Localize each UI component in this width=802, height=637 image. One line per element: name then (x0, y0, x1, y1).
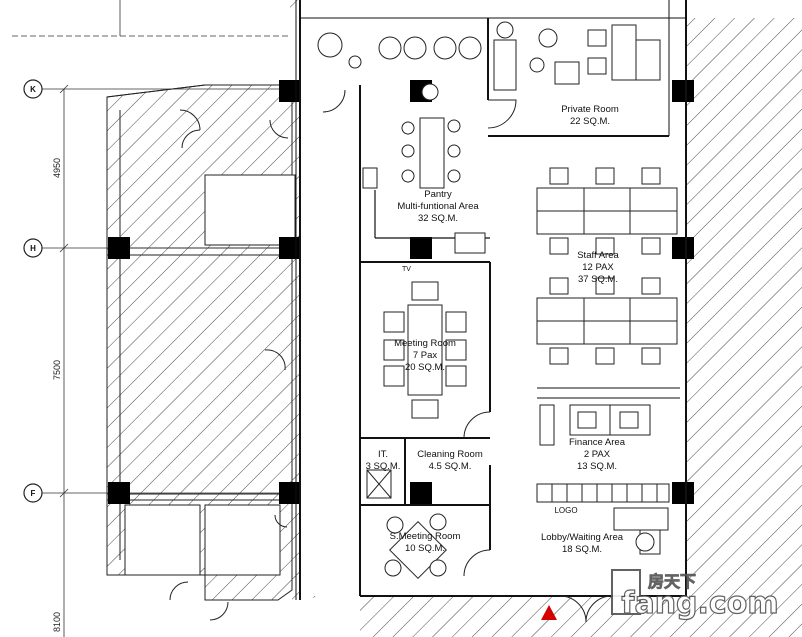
reception-counter (536, 483, 670, 503)
small-meeting-room-label: S.Meeting Room 10 SQ.M. (390, 531, 461, 554)
lobby-area: 18 SQ.M. (562, 544, 602, 555)
dimension-8100: 8100 (52, 612, 62, 632)
pantry-name: Pantry (424, 189, 452, 200)
finance-area-area: 13 SQ.M. (577, 461, 617, 472)
watermark-brand: fang.com (621, 586, 778, 621)
grid-lines (12, 0, 300, 637)
small-meeting-room-area: 10 SQ.M. (405, 543, 445, 554)
grid-label-h: H (30, 244, 36, 253)
grid-label-f: F (31, 489, 36, 498)
meeting-room-pax: 7 Pax (413, 350, 438, 361)
staff-area-name: Staff Area (577, 250, 619, 261)
pantry-label: Pantry Multi-funtional Area 32 SQ.M. (397, 189, 479, 224)
grid-label-k: K (30, 85, 36, 94)
lobby-sofa (613, 507, 669, 555)
staff-area-area: 37 SQ.M. (578, 274, 618, 285)
entrance-arrow (541, 605, 557, 620)
grid-bubble-f: F (23, 483, 43, 503)
meeting-room-name: Meeting Room (394, 338, 456, 349)
tv-label: TV (402, 266, 411, 273)
finance-area-name: Finance Area (569, 437, 626, 448)
it-room-label: IT. 3 SQ.M. (366, 449, 401, 472)
private-room-name: Private Room (561, 104, 619, 115)
meeting-room-label: Meeting Room 7 Pax 20 SQ.M. (394, 338, 456, 373)
dimension-7500: 7500 (52, 360, 62, 380)
staff-desks (536, 187, 678, 345)
cleaning-room-area: 4.5 SQ.M. (429, 461, 472, 472)
lobby-label: Lobby/Waiting Area 18 SQ.M. (541, 532, 624, 555)
finance-area-label: Finance Area 2 PAX 13 SQ.M. (569, 437, 626, 472)
staff-area-label: Staff Area 12 PAX 37 SQ.M. (577, 250, 619, 285)
cleaning-room-name: Cleaning Room (417, 449, 483, 460)
pantry-furniture (317, 32, 486, 254)
grid-bubble-k: K (23, 79, 43, 99)
small-meeting-room-name: S.Meeting Room (390, 531, 461, 542)
finance-furniture (539, 404, 651, 446)
pantry-sub: Multi-funtional Area (397, 201, 479, 212)
cleaning-room-label: Cleaning Room 4.5 SQ.M. (417, 449, 483, 472)
finance-area-pax: 2 PAX (584, 449, 611, 460)
lobby-name: Lobby/Waiting Area (541, 532, 624, 543)
dimension-4950: 4950 (52, 158, 62, 178)
private-room-area: 22 SQ.M. (570, 116, 610, 127)
grid-bubble-h: H (23, 238, 43, 258)
private-room-furniture (493, 21, 661, 91)
private-room-label: Private Room 22 SQ.M. (561, 104, 619, 127)
it-room-name: IT. (378, 449, 388, 460)
pantry-area: 32 SQ.M. (418, 213, 458, 224)
logo-label: LOGO (554, 506, 577, 515)
watermark-cn: 房天下 (648, 572, 696, 591)
meeting-room-furniture (383, 281, 467, 419)
small-meeting-furniture (384, 513, 447, 579)
staff-chairs (549, 167, 661, 365)
staff-area-pax: 12 PAX (582, 262, 614, 273)
door-swings (322, 89, 613, 623)
meeting-room-area: 20 SQ.M. (405, 362, 445, 373)
watermark: 房天下 fang.com (611, 569, 779, 622)
it-room-area: 3 SQ.M. (366, 461, 401, 472)
office-walls (295, 0, 687, 600)
